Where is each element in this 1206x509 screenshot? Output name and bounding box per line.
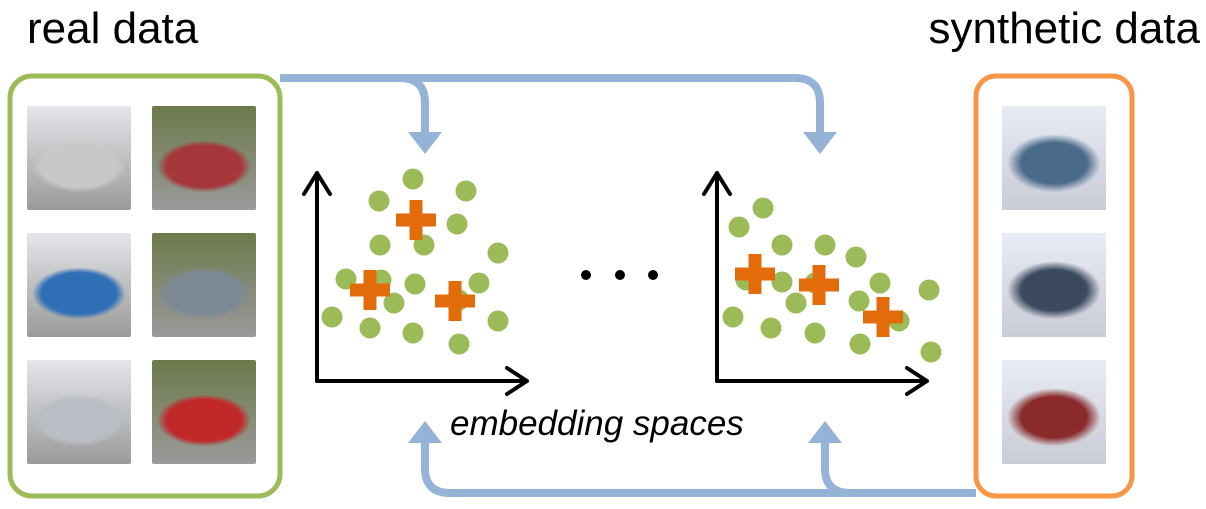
embedding-dot bbox=[804, 322, 826, 344]
embedding-dot bbox=[404, 273, 426, 295]
embedding-dot bbox=[785, 292, 807, 314]
embedding-dot bbox=[752, 197, 774, 219]
real-image-silver-sedan bbox=[27, 106, 131, 210]
axes bbox=[302, 171, 529, 396]
embedding-dot bbox=[814, 234, 836, 256]
centroid-cross bbox=[435, 281, 475, 321]
embedding-dot bbox=[849, 333, 871, 355]
embedding-dot bbox=[722, 306, 744, 328]
embedding-space-1 bbox=[302, 168, 529, 396]
embedding-dot bbox=[383, 292, 405, 314]
embedding-dot bbox=[455, 180, 477, 202]
axes bbox=[702, 171, 929, 396]
embedding-dot bbox=[448, 333, 470, 355]
real-image-silver-car-open-hood bbox=[152, 233, 256, 337]
embedding-dot bbox=[368, 190, 390, 212]
real-data-box bbox=[7, 73, 283, 499]
bottom-flow-arrow bbox=[408, 421, 976, 497]
centroid-cross bbox=[350, 270, 390, 310]
ellipsis bbox=[581, 270, 658, 280]
embedding-dot bbox=[487, 310, 509, 332]
centroid-cross bbox=[735, 254, 775, 294]
synthetic-data-box bbox=[973, 73, 1135, 499]
real-image-blue-small-car bbox=[27, 233, 131, 337]
embedding-dot bbox=[760, 317, 782, 339]
real-image-silver-bmw bbox=[27, 360, 131, 464]
embedding-dot bbox=[487, 242, 509, 264]
centroid-cross bbox=[863, 297, 903, 337]
synthetic-car-3 bbox=[1002, 360, 1106, 464]
embedding-dot bbox=[848, 290, 870, 312]
synthetic-data-title: synthetic data bbox=[928, 4, 1201, 53]
real-image-red-hatchback-open bbox=[152, 360, 256, 464]
embedding-dot bbox=[771, 271, 793, 293]
centroid-cross bbox=[799, 265, 839, 305]
synthetic-car-1 bbox=[1002, 106, 1106, 210]
real-image-red-car bbox=[152, 106, 256, 210]
centroid-cross bbox=[396, 200, 436, 240]
embedding-dot bbox=[771, 234, 793, 256]
embedding-dot bbox=[869, 272, 891, 294]
embedding-dot bbox=[845, 246, 867, 268]
embedding-dot bbox=[402, 322, 424, 344]
embedding-spaces-label: embedding spaces bbox=[450, 404, 744, 443]
synthetic-car-2 bbox=[1002, 233, 1106, 337]
embedding-dot bbox=[920, 341, 942, 363]
embedding-dot bbox=[446, 213, 468, 235]
embedding-dot bbox=[359, 317, 381, 339]
embedding-dot bbox=[728, 216, 750, 238]
embedding-dot bbox=[321, 306, 343, 328]
embedding-space-2 bbox=[702, 171, 942, 396]
top-flow-arrow bbox=[280, 74, 837, 154]
embedding-dot bbox=[402, 168, 424, 190]
real-data-title: real data bbox=[27, 4, 199, 53]
embedding-dot bbox=[468, 272, 490, 294]
embedding-dot bbox=[918, 279, 940, 301]
embedding-dot bbox=[369, 234, 391, 256]
